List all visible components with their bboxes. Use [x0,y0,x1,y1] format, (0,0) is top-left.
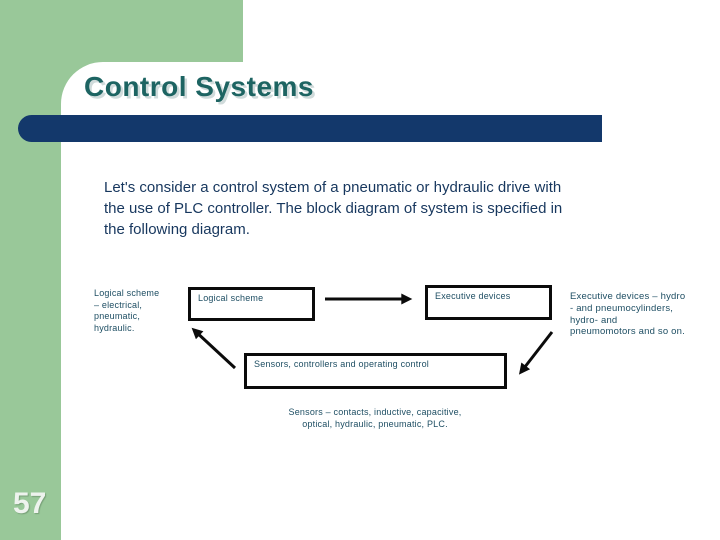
diagram-caption: Sensors – contacts, inductive, capacitiv… [288,407,462,429]
body-paragraph: Let's consider a control system of a pne… [104,179,563,238]
diagram-box-sensors-controllers-label: Sensors, controllers and operating contr… [254,359,429,369]
diagram-note-right: Executive devices – hydro - and pneumocy… [570,291,686,338]
diagram-box-sensors-controllers: Sensors, controllers and operating contr… [244,353,507,389]
page-number: 57 [13,487,47,520]
diagram-box-logical-scheme-label: Logical scheme [198,293,264,303]
diagram-box-executive-devices: Executive devices [425,285,552,320]
diagram-box-logical-scheme: Logical scheme [188,287,315,321]
diagram-note-left: Logical scheme – electrical, pneumatic, … [94,288,160,333]
page-title: Control Systems [84,71,314,102]
green-sidebar [0,0,61,540]
title-underline-bar [18,115,602,142]
diagram-box-executive-devices-label: Executive devices [435,291,511,301]
